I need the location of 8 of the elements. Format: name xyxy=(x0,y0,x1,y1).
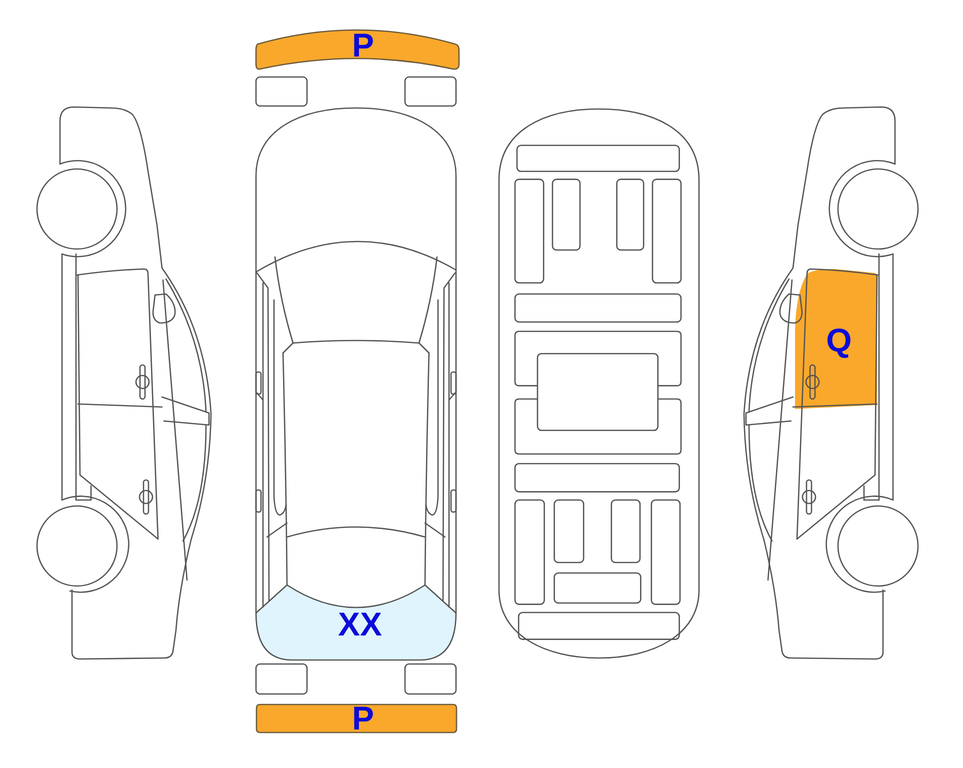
highlighted-bumper xyxy=(254,28,460,72)
highlighted-door xyxy=(792,266,880,412)
part-code: P xyxy=(352,28,374,62)
highlighted-rear-panel xyxy=(254,583,458,662)
part-code: XX xyxy=(338,608,382,640)
part-code: Q xyxy=(826,324,852,356)
highlighted-bumper xyxy=(255,703,458,734)
part-code: P xyxy=(352,702,374,734)
